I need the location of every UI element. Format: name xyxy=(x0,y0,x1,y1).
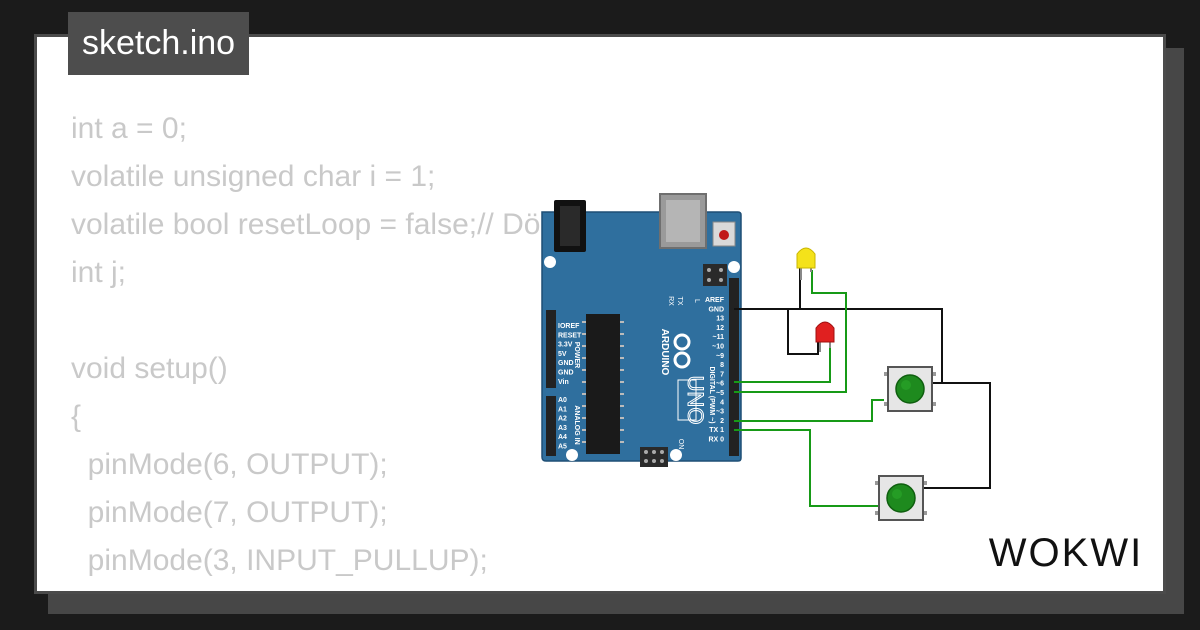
code-line: void setup() xyxy=(71,352,228,385)
mounting-hole xyxy=(670,449,682,461)
digital-pin-label: 8 xyxy=(720,362,724,369)
wires xyxy=(734,268,991,507)
arduino-uno-board[interactable]: ARDUINO UNO RX TX L ON DIGITAL (PWM ~) P… xyxy=(541,193,742,467)
digital-pin-label: 12 xyxy=(716,325,724,332)
red-led[interactable] xyxy=(815,321,835,352)
code-line: { xyxy=(71,400,82,433)
wire-pin3-button1 xyxy=(734,399,884,422)
digital-pin-label: ~6 xyxy=(716,381,724,388)
power-pin-label: GND xyxy=(558,360,574,367)
digital-pin-label: TX 1 xyxy=(709,427,724,434)
power-jack-inner xyxy=(560,206,580,246)
power-section-label: POWER xyxy=(573,342,580,368)
analog-pin-label: A5 xyxy=(558,444,567,451)
power-pin-label: 3.3V xyxy=(558,342,573,349)
analog-pin-label: A1 xyxy=(558,406,567,413)
power-pin-label: Vin xyxy=(558,379,569,386)
arduino-logo-icon xyxy=(673,333,691,369)
microcontroller-chip xyxy=(586,314,620,454)
file-name-tab[interactable]: sketch.ino xyxy=(68,12,250,75)
chip-pins xyxy=(582,321,624,443)
power-pin-label: 5V xyxy=(558,351,567,358)
l-led-label: L xyxy=(693,299,700,303)
analog-pin-label: A4 xyxy=(558,434,567,441)
power-pin-label: IOREF xyxy=(558,323,580,330)
analog-section-label: ANALOG IN xyxy=(573,405,580,444)
power-pin-label: GND xyxy=(558,370,574,377)
wokwi-logo-text: WOKWI xyxy=(989,531,1143,575)
digital-pin-label: ~10 xyxy=(712,344,724,351)
digital-pin-label: AREF xyxy=(705,297,725,304)
wire-gnd-yellow xyxy=(734,268,801,310)
digital-pin-label: 4 xyxy=(720,399,724,406)
code-line: pinMode(3, INPUT_PULLUP); xyxy=(71,544,488,577)
model-frame xyxy=(677,379,697,421)
code-line: int j; xyxy=(71,256,127,289)
digital-pin-label: ~3 xyxy=(716,409,724,416)
mounting-hole xyxy=(566,449,578,461)
push-button-1[interactable] xyxy=(884,366,936,412)
wire-gnd-red xyxy=(734,308,819,355)
mounting-hole xyxy=(728,261,740,273)
mounting-hole xyxy=(544,256,556,268)
digital-header xyxy=(729,278,739,456)
bottom-header xyxy=(640,447,668,467)
digital-pin-label: ~9 xyxy=(716,353,724,360)
board-brand-label: ARDUINO xyxy=(659,329,670,376)
on-led-label: ON xyxy=(677,439,684,450)
digital-section-label: DIGITAL (PWM ~) xyxy=(708,366,715,423)
icsp-header xyxy=(703,264,727,286)
wire-pin7-red xyxy=(734,348,831,383)
push-button-2[interactable] xyxy=(875,475,927,521)
digital-pin-label: 13 xyxy=(716,316,724,323)
wire-gnd-button2 xyxy=(920,382,991,489)
rx-led-label: RX xyxy=(667,296,674,306)
analog-header xyxy=(546,396,556,456)
wokwi-logo[interactable]: WOKWI xyxy=(978,526,1154,578)
digital-pin-label: RX 0 xyxy=(708,437,724,444)
yellow-led[interactable] xyxy=(796,247,816,280)
usb-port-inner xyxy=(666,200,700,242)
code-line: int a = 0; xyxy=(71,112,187,145)
digital-pin-label: ~11 xyxy=(713,334,725,341)
code-line: pinMode(6, OUTPUT); xyxy=(71,448,388,481)
analog-pin-label: A0 xyxy=(558,397,567,404)
digital-pin-label: 7 xyxy=(720,371,724,378)
analog-pin-label: A3 xyxy=(558,425,567,432)
reset-button-cap[interactable] xyxy=(719,230,729,240)
analog-pin-label: A2 xyxy=(558,416,567,423)
power-pin-label: RESET xyxy=(558,332,582,339)
digital-pin-label: ~5 xyxy=(716,390,724,397)
tx-led-label: TX xyxy=(676,297,683,306)
digital-pin-label: 2 xyxy=(720,418,724,425)
digital-pin-label: GND xyxy=(708,306,724,313)
code-line: volatile unsigned char i = 1; xyxy=(71,160,436,193)
wire-pin6-yellow xyxy=(734,270,847,393)
code-line: pinMode(7, OUTPUT); xyxy=(71,496,388,529)
wire-pin2-button2 xyxy=(734,429,880,507)
power-header xyxy=(546,310,556,388)
